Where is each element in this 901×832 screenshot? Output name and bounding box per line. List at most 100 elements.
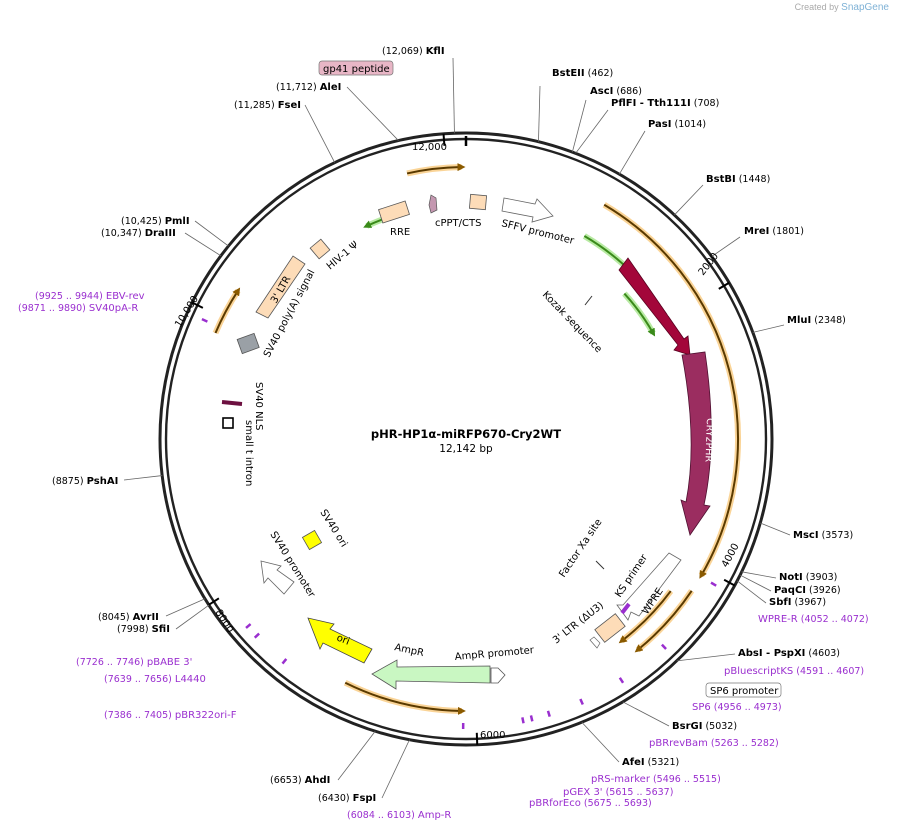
primer-mark[interactable] (618, 677, 625, 684)
site-leader (676, 653, 736, 662)
site-label-bstbi[interactable]: BstBI (1448) (706, 174, 770, 185)
primer-label[interactable]: (6084 .. 6103) Amp-R (347, 810, 451, 821)
primer-label[interactable]: (7726 .. 7746) pBABE 3' (76, 657, 192, 668)
rre-box[interactable] (378, 200, 410, 224)
primer-mark[interactable] (245, 623, 252, 629)
site-label-noti[interactable]: NotI (3903) (779, 572, 837, 583)
site-label-alei[interactable]: (11,712) AleI (276, 82, 341, 93)
primer-mark[interactable] (660, 643, 667, 650)
site-label-fsei[interactable]: (11,285) FseI (234, 100, 301, 111)
site-label-absi[interactable]: AbsI - PspXI (4603) (738, 648, 840, 659)
primer-mark[interactable] (529, 715, 534, 722)
site-leader (184, 232, 222, 257)
cry2phr-label: CRY2PHR (702, 418, 715, 463)
ampr-arrow[interactable] (371, 659, 491, 690)
site-label-kfli[interactable]: (12,069) KflI (382, 46, 445, 57)
sv40-nls-label: SV40 NLS (253, 382, 264, 431)
sv40-polya-box[interactable] (236, 332, 260, 355)
primer-label[interactable]: pBluescriptKS (4591 .. 4607) (724, 666, 864, 677)
cry2phr-arrow[interactable] (680, 351, 712, 536)
primer-label[interactable]: (7639 .. 7656) L4440 (104, 674, 206, 685)
cppt-cts-box[interactable] (468, 193, 488, 211)
site-leader (194, 220, 229, 247)
small-t-intron-mark[interactable] (222, 417, 234, 429)
site-label-sfii[interactable]: (7998) SfiI (117, 624, 170, 635)
primer-label[interactable]: (9871 .. 9890) SV40pA-R (18, 303, 138, 314)
site-leader (736, 580, 767, 604)
site-label-bsteii[interactable]: BstEII (462) (552, 68, 613, 79)
tick-label: 6000 (480, 730, 505, 741)
site-label-mrei[interactable]: MreI (1801) (744, 226, 804, 237)
factor-xa-tick (595, 560, 605, 570)
credit-prefix: Created by (794, 2, 839, 12)
sv40-ori-box[interactable] (301, 529, 323, 551)
ltr3-du3-box[interactable] (594, 613, 626, 643)
orf-arc-top[interactable] (406, 163, 466, 175)
sffv-promoter-arrow[interactable] (501, 197, 554, 223)
site-leader (123, 475, 163, 481)
small-t-intron-label: small t intron (243, 420, 254, 486)
site-label-bsrgi[interactable]: BsrGI (5032) (672, 721, 737, 732)
green-arc-2[interactable] (623, 292, 656, 337)
orf-arc-lower-right-2[interactable] (618, 590, 672, 644)
site-leader (452, 57, 455, 134)
orf-arcs (201, 163, 741, 729)
site-label-fspi[interactable]: (6430) FspI (318, 793, 376, 804)
ampr-label: AmpR (393, 642, 425, 659)
primer-mark[interactable] (579, 698, 584, 705)
site-label-pshai[interactable]: (8875) PshAI (52, 476, 118, 487)
sv40-nls-bar[interactable] (221, 400, 243, 406)
site-leader (739, 574, 772, 592)
ks-primer-bar[interactable] (620, 602, 631, 615)
site-label-pflfi[interactable]: PflFI - Tth111I (708) (611, 98, 719, 109)
primer-mark[interactable] (521, 717, 525, 724)
sv40-promoter-arrow[interactable] (260, 560, 295, 595)
primer-mark[interactable] (253, 632, 260, 639)
ori-arrow[interactable] (307, 617, 373, 664)
tick-mark (718, 281, 730, 290)
site-label-mlui[interactable]: MluI (2348) (787, 315, 846, 326)
site-label-ahdi[interactable]: (6653) AhdI (270, 775, 330, 786)
primer-mark[interactable] (710, 581, 717, 587)
primer-label[interactable]: pGEX 3' (5615 .. 5637) (563, 787, 673, 798)
site-label-sbfi[interactable]: SbfI (3967) (769, 597, 826, 608)
primer-mark[interactable] (281, 658, 288, 665)
tick-mark (723, 578, 736, 587)
primer-label[interactable]: pRS-marker (5496 .. 5515) (591, 774, 721, 785)
orf-arc-lower-right-1[interactable] (634, 590, 693, 653)
hiv-psi-label: HIV-1 Ψ (325, 240, 361, 273)
gp41-feature[interactable] (428, 194, 438, 214)
site-label-pasi[interactable]: PasI (1014) (648, 119, 706, 130)
site-label-draiii[interactable]: (10,347) DraIII (101, 228, 176, 239)
primer-label[interactable]: pBRforEco (5675 .. 5693) (529, 798, 652, 809)
orf-arc-right[interactable] (603, 203, 739, 579)
primer-mark[interactable] (201, 317, 208, 323)
hiv-psi-box[interactable] (309, 238, 331, 260)
primer-label[interactable]: WPRE-R (4052 .. 4072) (758, 614, 869, 625)
primer-label[interactable]: pBRrevBam (5263 .. 5282) (649, 738, 779, 749)
site-leader (711, 236, 741, 257)
ori-label: ori (335, 633, 351, 648)
site-label-msci[interactable]: MscI (3573) (793, 530, 853, 541)
ampr-promoter-arrow[interactable] (490, 667, 506, 684)
ltr3-left-box[interactable] (255, 255, 306, 319)
tick-label: 8000 (212, 608, 235, 635)
mirfp670-arrow[interactable] (618, 257, 691, 356)
primer-label[interactable]: (7386 .. 7405) pBR322ori-F (104, 710, 237, 721)
site-label-paqci[interactable]: PaqCI (3926) (774, 585, 841, 596)
orf-arc-bottom[interactable] (344, 681, 466, 715)
site-leader (575, 109, 609, 154)
site-label-avrii[interactable]: (8045) AvrII (98, 612, 159, 623)
site-label-afei[interactable]: AfeI (5321) (622, 757, 679, 768)
site-label-pmli[interactable]: (10,425) PmlI (121, 216, 190, 227)
primer-label[interactable]: SP6 (4956 .. 4973) (692, 702, 782, 713)
site-label-asci[interactable]: AscI (686) (590, 86, 642, 97)
restriction-site-labels: (12,069) KflI BstEII (462) AscI (686)PflFI… (52, 46, 853, 804)
orf-arc-left[interactable] (214, 287, 241, 334)
primer-label[interactable]: (9925 .. 9944) EBV-rev (35, 291, 145, 302)
primer-mark[interactable] (546, 710, 551, 718)
wpre-arrow[interactable] (616, 552, 682, 621)
site-leader (165, 598, 206, 617)
snapgene-credit: Created by SnapGene (795, 2, 889, 13)
